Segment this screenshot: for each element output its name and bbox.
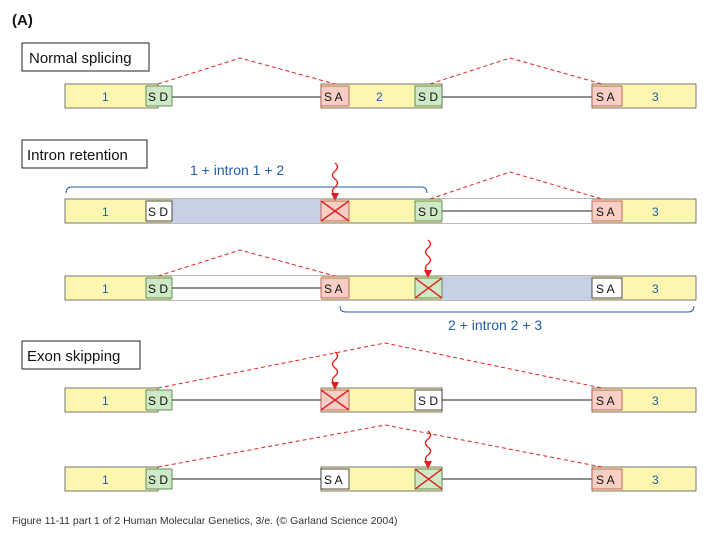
exon-label: 2 [376, 90, 383, 104]
exon-1 [64, 466, 159, 492]
splice-donor-box [414, 389, 443, 411]
exon-1 [64, 387, 159, 413]
exon-label: 1 [102, 282, 109, 296]
site-label: S D [148, 394, 168, 408]
exon-label: 3 [652, 282, 659, 296]
figure-caption: Figure 11-11 part 1 of 2 Human Molecular… [12, 515, 398, 527]
section-title: Normal splicing [29, 50, 132, 67]
site-label: S A [596, 282, 615, 296]
site-label: S A [596, 394, 615, 408]
splice-acceptor-box [591, 85, 623, 107]
squiggle-arrow-icon [423, 430, 433, 470]
splice-donor-box [145, 85, 173, 107]
exon-label: 3 [652, 394, 659, 408]
retention-bracket-label: 1 + intron 1 + 2 [190, 162, 284, 178]
site-label: S D [418, 205, 438, 219]
exon-label: 3 [652, 473, 659, 487]
red-x-icon [320, 200, 350, 222]
retention-bracket [65, 186, 428, 194]
squiggle-arrow-icon [330, 351, 340, 391]
exon-1 [64, 83, 159, 109]
retention-bracket-label: 2 + intron 2 + 3 [448, 317, 542, 333]
site-label: S A [324, 282, 343, 296]
red-x-icon [320, 389, 350, 411]
site-label: S D [148, 282, 168, 296]
site-label: S D [418, 90, 438, 104]
splice-acceptor-box [591, 389, 623, 411]
splice-path [157, 342, 603, 389]
site-label: S A [596, 473, 615, 487]
splice-path [157, 249, 336, 277]
section-normal-splicing: Normal splicing 1 S D S A 2 S D S A 3 [21, 42, 697, 109]
red-x-icon [414, 277, 443, 299]
splice-acceptor-box [320, 277, 350, 299]
section-title: Exon skipping [27, 348, 120, 365]
panel-label: (A) [12, 12, 33, 29]
splice-acceptor-box [591, 468, 623, 490]
splice-path [157, 424, 603, 468]
splice-acceptor-box [591, 277, 623, 299]
splice-path [429, 171, 603, 200]
splice-path [157, 57, 336, 85]
splice-donor-box [414, 85, 443, 107]
site-label: S A [596, 90, 615, 104]
retention-bracket [339, 305, 695, 313]
squiggle-arrow-icon [330, 162, 340, 202]
site-label: S A [324, 90, 343, 104]
splice-donor-box [145, 200, 173, 222]
splice-acceptor-box [591, 200, 623, 222]
splice-donor-box [145, 468, 173, 490]
exon-label: 3 [652, 205, 659, 219]
splice-acceptor-box [320, 468, 350, 490]
site-label: S A [596, 205, 615, 219]
exon-label: 1 [102, 394, 109, 408]
section-intron-retention: Intron retention 1 + intron 1 + 2 1 S D … [21, 139, 697, 333]
section-title: Intron retention [27, 147, 128, 164]
site-label: S A [324, 473, 343, 487]
site-label: S D [418, 394, 438, 408]
splice-donor-box [145, 277, 173, 299]
section-title-box [21, 139, 148, 169]
section-title-box [21, 340, 141, 370]
exon-label: 1 [102, 205, 109, 219]
exon-label: 3 [652, 90, 659, 104]
retained-intron [442, 276, 592, 300]
squiggle-arrow-icon [423, 239, 433, 279]
retained-intron [172, 199, 321, 223]
splice-acceptor-box [320, 85, 350, 107]
section-exon-skipping: Exon skipping 1 S D S D S A 3 [21, 340, 697, 492]
site-label: S D [148, 90, 168, 104]
red-x-icon [414, 468, 443, 490]
site-label: S D [148, 205, 168, 219]
splice-donor-box [145, 389, 173, 411]
site-label: S D [148, 473, 168, 487]
splice-path [429, 57, 603, 85]
splice-donor-box [414, 200, 443, 222]
exon-label: 1 [102, 473, 109, 487]
exon-label: 1 [102, 90, 109, 104]
section-title-box [21, 42, 150, 72]
